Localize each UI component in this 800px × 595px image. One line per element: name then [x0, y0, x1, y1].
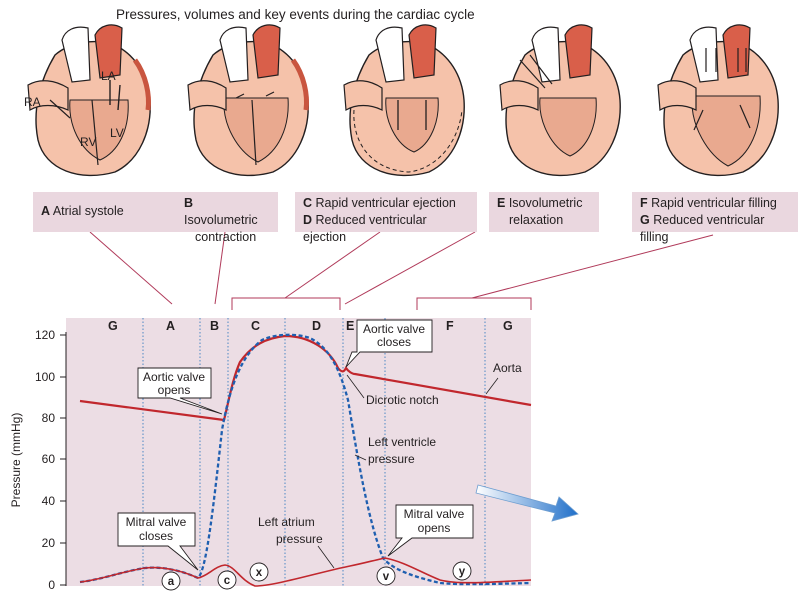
phase-box-c-text: Rapid ventricular ejection	[315, 196, 456, 210]
lv-pressure-l2: pressure	[368, 452, 415, 466]
aortic-closes-l1: Aortic valve	[363, 322, 425, 336]
heart-isovolumetric-relaxation	[499, 24, 621, 177]
mitral-closes-l2: closes	[139, 529, 173, 543]
phase-g-right: G	[503, 319, 513, 333]
figure-title: Pressures, volumes and key events during…	[116, 7, 475, 22]
y-tick-80: 80	[42, 411, 56, 425]
la-pressure-curve	[79, 557, 532, 587]
phase-box-cd: C Rapid ventricular ejection D Reduced v…	[295, 192, 477, 244]
continuation-arrow-icon	[475, 484, 579, 522]
mitral-opens-l1: Mitral valve	[404, 507, 465, 521]
y-tick-60: 60	[42, 452, 56, 466]
phase-box-e-text2: relaxation	[509, 213, 564, 227]
phase-box-a: A Atrial systole	[33, 192, 191, 232]
aorta-pressure-curve	[79, 334, 532, 422]
dicrotic-leader	[346, 374, 365, 399]
heart-atrial-systole: RA LA RV LV	[24, 24, 151, 177]
phase-strip: G A B C D E F G	[108, 319, 513, 333]
wave-c: c	[224, 575, 231, 587]
phase-box-f-text: Rapid ventricular filling	[651, 196, 777, 210]
la-pressure-l1: Left atrium	[258, 515, 315, 529]
phase-dividers	[142, 318, 486, 586]
phase-box-b: B Isovolumetric contraction	[176, 192, 278, 244]
wave-a: a	[168, 576, 175, 588]
label-rv: RV	[80, 135, 96, 149]
phase-box-c-letter: C	[303, 196, 313, 210]
phase-box-d-text: Reduced ventricular ejection	[303, 213, 427, 244]
lv-pressure-l1: Left ventricle	[368, 435, 436, 449]
phase-box-e: E Isovolumetric relaxation	[489, 192, 599, 232]
callout-aortic-opens: Aortic valve opens	[137, 367, 223, 415]
phase-box-a-letter: A	[41, 204, 51, 218]
phase-box-g-letter: G	[640, 213, 650, 227]
y-axis: 0 20 40 60 80 100 120 Pressure (mmHg)	[9, 328, 67, 592]
phase-e: E	[346, 319, 354, 333]
heart-ventricular-ejection	[343, 24, 465, 177]
heart-isovolumetric-contraction	[187, 24, 309, 177]
callout-aortic-closes: Aortic valve closes	[345, 319, 433, 368]
label-la: LA	[101, 69, 116, 83]
phase-d: D	[312, 319, 321, 333]
phase-box-d-letter: D	[303, 213, 313, 227]
phase-box-g-text: Reduced ventricular filling	[640, 213, 765, 244]
wave-v: v	[383, 571, 390, 583]
y-tick-100: 100	[35, 370, 55, 384]
phase-box-b-text2: contraction	[195, 230, 257, 244]
aortic-opens-l1: Aortic valve	[143, 370, 205, 384]
mitral-opens-l2: opens	[418, 521, 451, 535]
phase-box-b-text: Isovolumetric	[184, 213, 258, 227]
phase-box-f-letter: F	[640, 196, 648, 210]
wave-labels: a c x v y	[161, 561, 472, 591]
phase-c: C	[251, 319, 260, 333]
label-ra: RA	[24, 95, 41, 109]
callout-mitral-closes: Mitral valve closes	[117, 512, 199, 571]
label-lv: LV	[110, 126, 124, 140]
aorta-leader	[485, 377, 499, 395]
heart-ventricular-filling	[657, 24, 779, 177]
phase-g-left: G	[108, 319, 118, 333]
la-pressure-leader	[317, 545, 335, 569]
phase-box-b-letter: B	[184, 196, 194, 210]
y-tick-20: 20	[42, 536, 56, 550]
callout-mitral-opens: Mitral valve opens	[387, 504, 474, 557]
wave-y: y	[459, 566, 466, 578]
y-tick-0: 0	[48, 578, 55, 592]
la-pressure-l2: pressure	[276, 532, 323, 546]
y-tick-120: 120	[35, 328, 55, 342]
phase-box-e-text: Isovolumetric	[508, 196, 583, 210]
aortic-opens-l2: opens	[158, 383, 191, 397]
aortic-closes-l2: closes	[377, 335, 411, 349]
dicrotic-label: Dicrotic notch	[366, 393, 439, 407]
aorta-label: Aorta	[493, 361, 522, 375]
y-axis-label: Pressure (mmHg)	[9, 413, 23, 508]
lv-pressure-leader	[354, 454, 367, 461]
phase-connectors	[89, 231, 714, 310]
phase-f: F	[446, 319, 454, 333]
mitral-closes-l1: Mitral valve	[126, 515, 187, 529]
phase-a: A	[166, 319, 175, 333]
y-tick-40: 40	[42, 494, 56, 508]
phase-b: B	[210, 319, 219, 333]
phase-box-e-letter: E	[497, 196, 506, 210]
wave-x: x	[256, 567, 263, 579]
phase-box-fg: F Rapid ventricular filling G Reduced ve…	[632, 192, 798, 244]
phase-box-a-text: Atrial systole	[52, 204, 124, 218]
lv-pressure-curve	[79, 333, 532, 586]
